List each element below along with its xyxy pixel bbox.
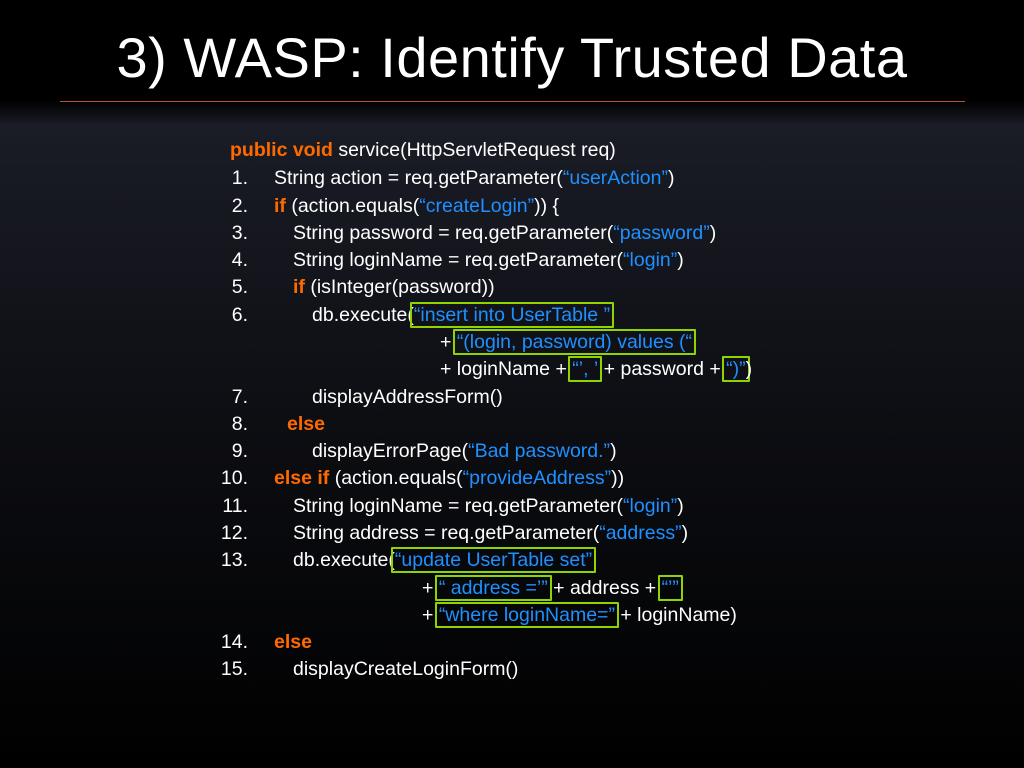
string-literal: “login” (623, 495, 678, 517)
code-text: displayCreateLoginForm() (293, 658, 519, 680)
string-literal: “userAction” (562, 167, 668, 189)
line-number: 6. (231, 304, 248, 326)
line-number: 5. (231, 276, 248, 298)
trusted-string-highlight: “where loginName=” (434, 602, 619, 628)
code-text: db.execute( (312, 304, 414, 326)
trusted-string-highlight: “update UserTable set” (390, 547, 597, 573)
line-number: 8. (231, 413, 248, 435)
keyword: else (287, 413, 325, 435)
string-literal: “provideAddress” (462, 467, 612, 489)
string-literal: “address” (599, 522, 682, 544)
title-divider (60, 101, 965, 102)
code-text: displayErrorPage( (312, 440, 469, 462)
code-text: + password + (598, 358, 727, 380)
line-number: 10. (220, 467, 248, 489)
string-literal: “createLogin” (419, 195, 535, 217)
code-text: service(HttpServletRequest req) (332, 139, 616, 161)
line-number: 13. (220, 549, 248, 571)
code-text: )) (611, 467, 625, 489)
line-number: 14. (220, 631, 248, 653)
line-number: 4. (231, 249, 248, 271)
code-text: + address + (547, 577, 662, 599)
code-text: ) (677, 249, 684, 271)
code-text: String action = req.getParameter( (274, 167, 563, 189)
code-text: + (422, 604, 439, 626)
code-text: String loginName = req.getParameter( (293, 249, 624, 271)
trusted-string-highlight: “insert into UserTable ” (409, 302, 615, 328)
line-number: 2. (231, 195, 248, 217)
string-literal: “login” (623, 249, 678, 271)
keyword: public void (230, 139, 333, 161)
keyword: if (293, 276, 305, 298)
code-text: ) (709, 222, 717, 244)
code-text: + (440, 331, 457, 353)
trusted-string-highlight: “’” (657, 575, 683, 601)
code-text: String address = req.getParameter( (293, 522, 600, 544)
trusted-string-highlight: “(login, password) values (“ (452, 329, 696, 355)
line-number: 11. (222, 495, 248, 517)
code-text: ) (667, 167, 675, 189)
line-number: 1. (231, 167, 248, 189)
code-text: + loginName + (440, 358, 573, 380)
code-text: db.execute( (293, 549, 395, 571)
code-text: ) (610, 440, 617, 462)
string-literal: “Bad password.” (468, 440, 611, 462)
code-text: ) (745, 358, 753, 380)
line-number: 15. (220, 658, 248, 680)
code-text: ) (677, 495, 684, 517)
code-text: )) { (534, 195, 560, 217)
line-number: 3. (231, 222, 248, 244)
line-number: 9. (231, 440, 248, 462)
keyword: if (274, 195, 286, 217)
keyword: else (274, 631, 312, 653)
slide-title: 3) WASP: Identify Trusted Data (116, 26, 908, 89)
line-number: 7. (231, 386, 248, 408)
string-literal: “password” (613, 222, 710, 244)
code-text: + (422, 577, 439, 599)
code-text: String loginName = req.getParameter( (293, 495, 624, 517)
line-number: 12. (220, 522, 248, 544)
code-text: (action.equals( (329, 467, 463, 489)
keyword: else if (274, 467, 330, 489)
trusted-string-highlight: “’, ’ (568, 356, 603, 382)
code-text: displayAddressForm() (312, 386, 503, 408)
code-text: (action.equals( (285, 195, 420, 217)
code-text: ) (681, 522, 689, 544)
trusted-string-highlight: “)” (722, 356, 750, 382)
code-text: String password = req.getParameter( (293, 222, 614, 244)
code-text: + loginName) (614, 604, 737, 626)
trusted-string-highlight: “ address =’” (434, 575, 552, 601)
code-text: (isInteger(password)) (304, 276, 495, 298)
